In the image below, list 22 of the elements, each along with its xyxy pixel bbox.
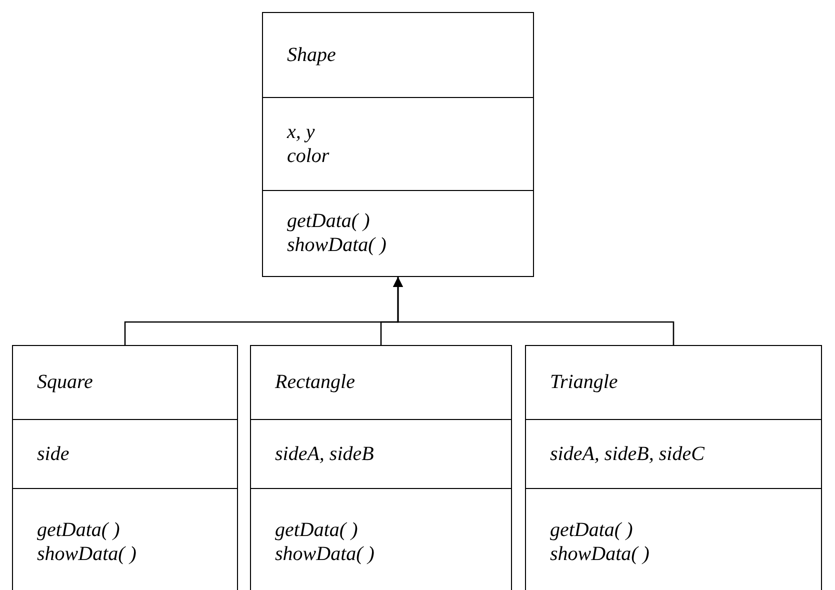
method-text: getData( )	[37, 518, 120, 542]
method-text: showData( )	[275, 542, 374, 566]
method-text: getData( )	[275, 518, 358, 542]
method-text: showData( )	[37, 542, 136, 566]
class-name: Rectangle	[275, 370, 355, 394]
method-text: getData( )	[550, 518, 633, 542]
class-box	[12, 345, 238, 590]
attribute-text: color	[287, 144, 330, 168]
method-text: showData( )	[287, 233, 386, 258]
attribute-text: sideA, sideB, sideC	[550, 442, 704, 466]
class-box	[250, 345, 512, 590]
attribute-text: x, y	[287, 120, 315, 144]
class-name: Square	[37, 370, 93, 394]
class-box	[262, 12, 534, 277]
class-name: Shape	[287, 43, 336, 68]
method-text: showData( )	[550, 542, 650, 566]
inheritance-arrow	[393, 277, 674, 345]
attribute-text: side	[37, 442, 70, 466]
attribute-text: sideA, sideB	[275, 442, 374, 466]
class-box	[525, 345, 822, 590]
method-text: getData( )	[287, 209, 370, 234]
class-name: Triangle	[550, 370, 618, 394]
